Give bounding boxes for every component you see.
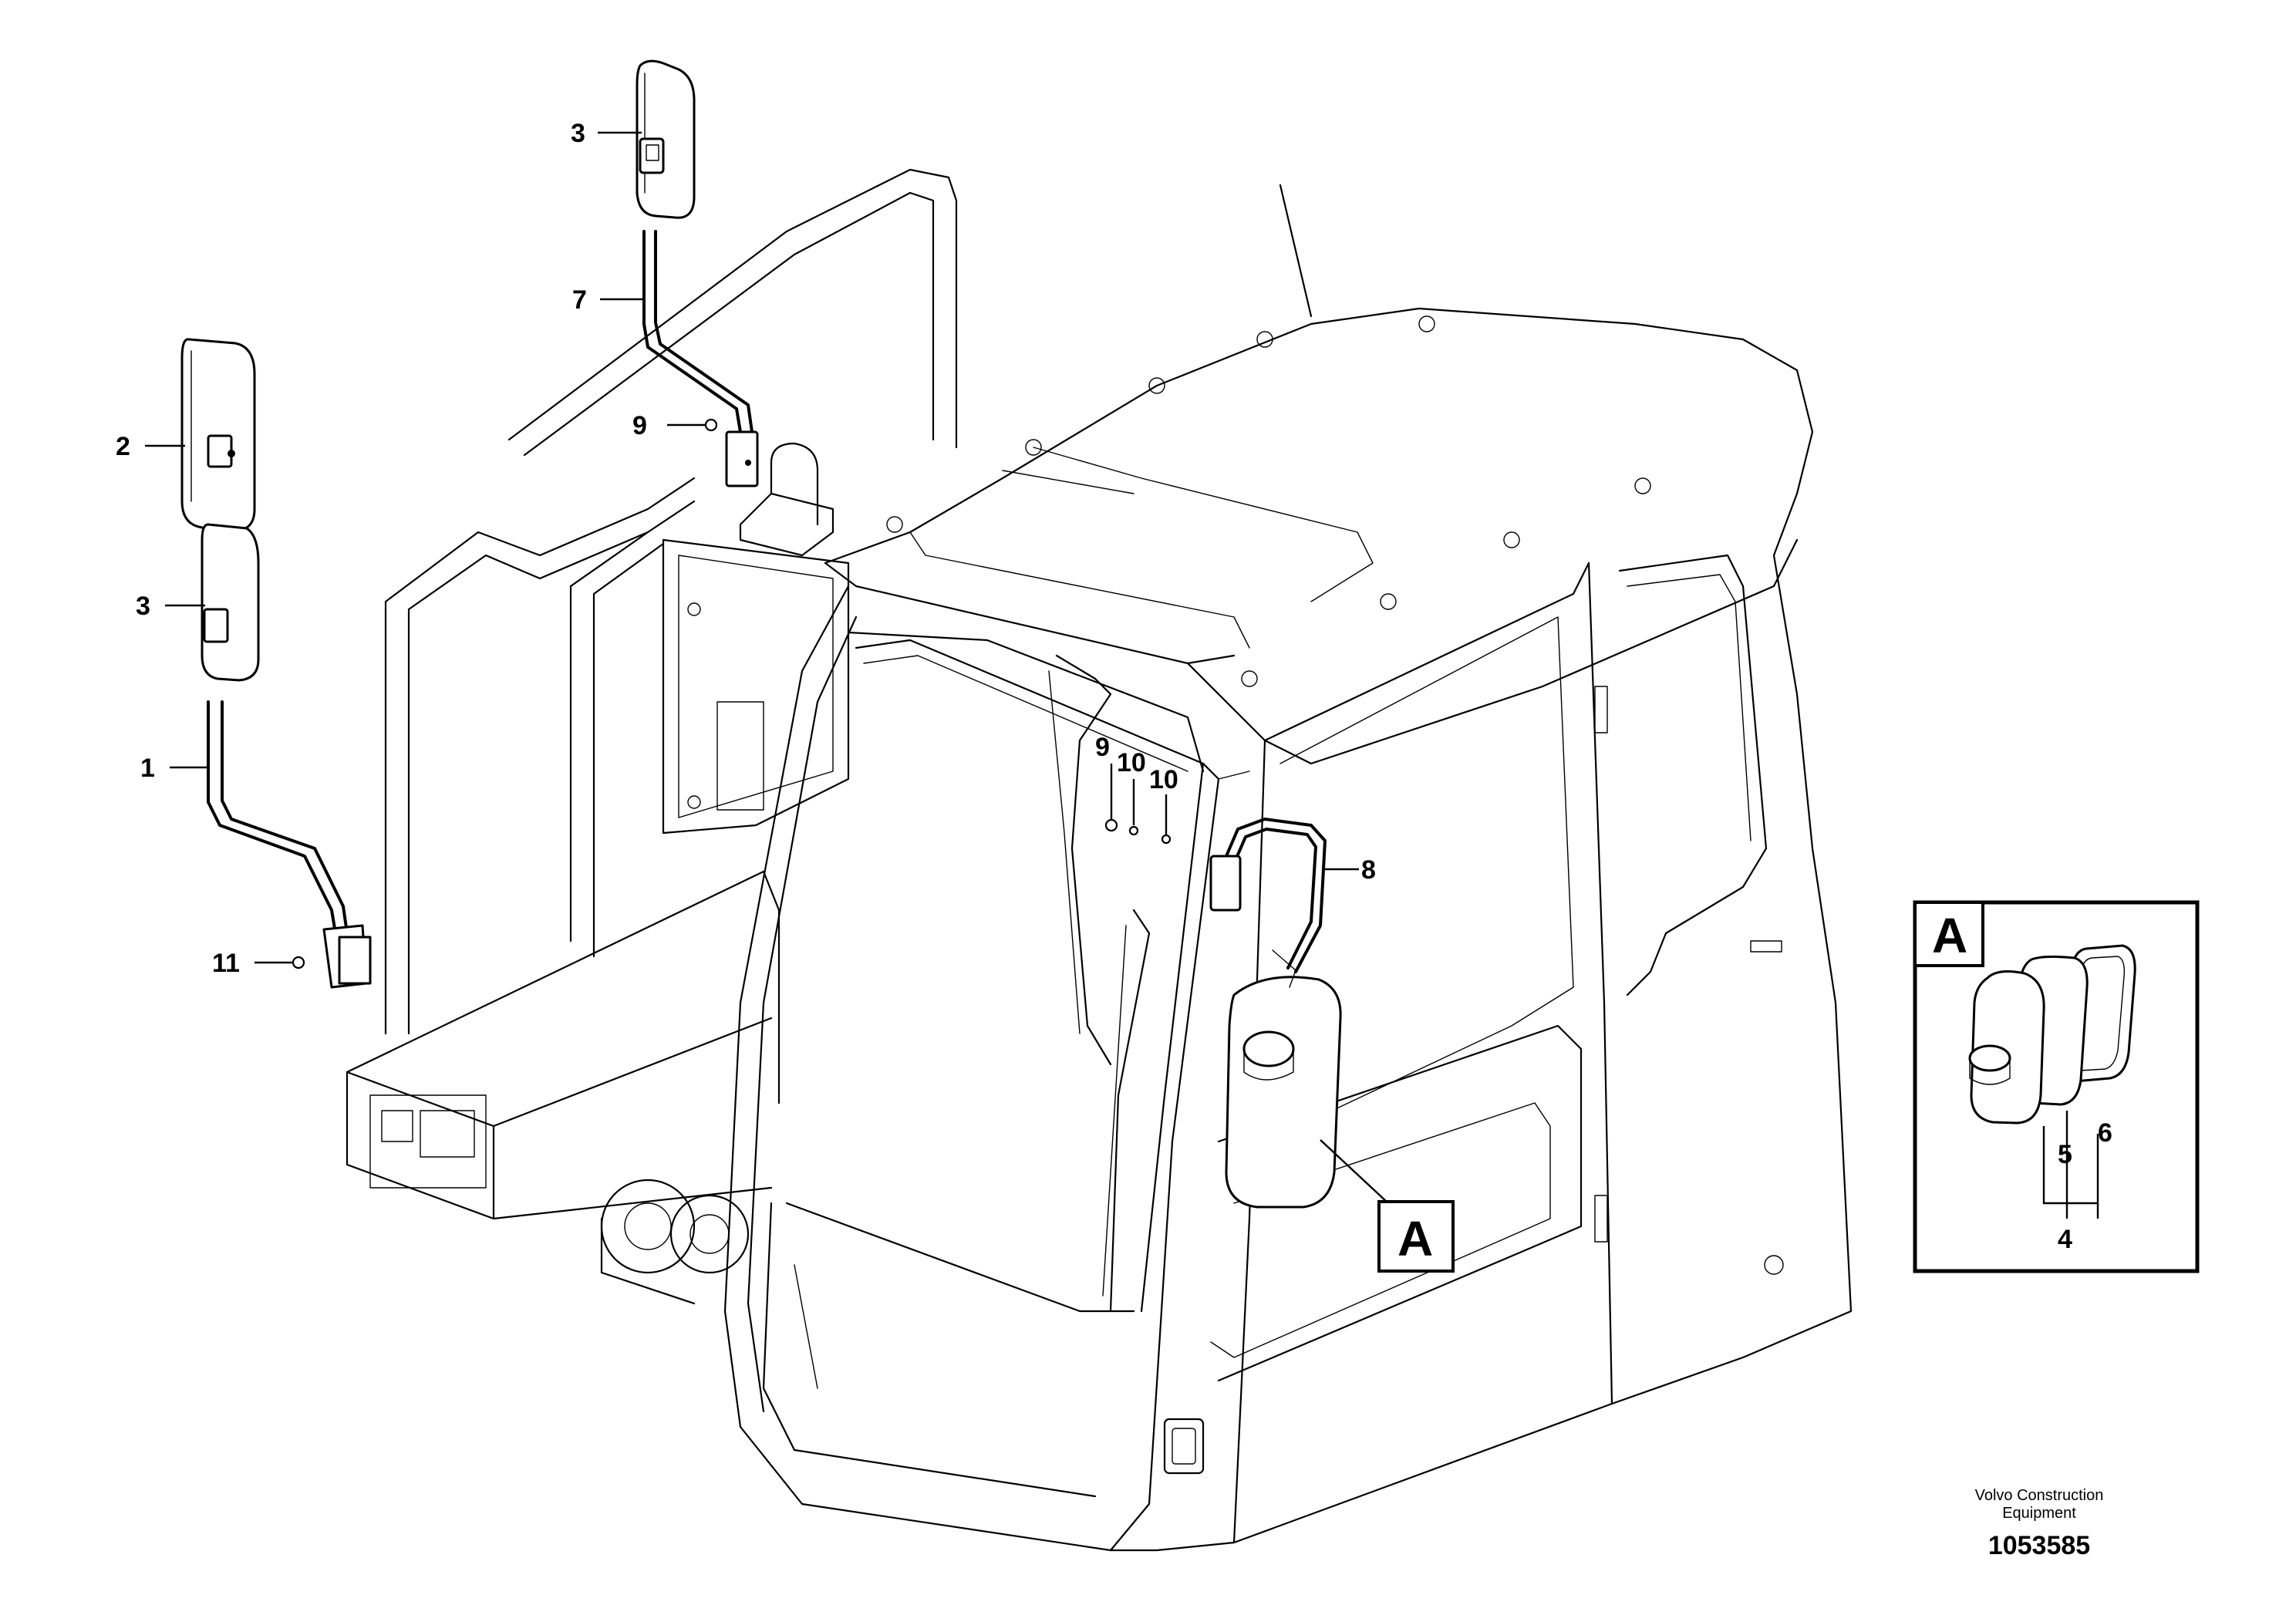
detail-a-title: A <box>1932 908 1967 963</box>
mirror-head <box>1970 970 2045 1125</box>
callout-6: 6 <box>2098 1118 2112 1148</box>
callout-5: 5 <box>2058 1140 2072 1169</box>
callout-3-top: 3 <box>571 119 585 148</box>
company-line-2: Equipment <box>2002 1505 2076 1522</box>
cab-body <box>723 184 1853 1552</box>
detail-a-marker <box>1377 1200 1455 1273</box>
callout-4: 4 <box>2058 1225 2072 1254</box>
detail-a-marker-letter: A <box>1397 1211 1433 1266</box>
detail-a-panel: A 5 6 4 <box>1913 900 2200 1273</box>
callout-3-left: 3 <box>136 592 150 621</box>
callout-10-a: 10 <box>1117 748 1146 777</box>
mirror-left-lower <box>201 523 260 682</box>
mirror-left-upper <box>180 338 256 532</box>
callouts: 3 7 9 2 3 1 11 9 10 10 8 A <box>116 119 1455 1273</box>
mirror-right <box>1209 818 1342 1209</box>
callout-8: 8 <box>1361 855 1376 885</box>
document-number: 1053585 <box>1988 1531 2090 1560</box>
footer: Volvo Construction Equipment 1053585 <box>1975 1487 2104 1560</box>
company-line-1: Volvo Construction <box>1975 1487 2104 1504</box>
guard-frame <box>346 168 958 1305</box>
callout-7: 7 <box>572 285 587 315</box>
callout-9-mid: 9 <box>1095 733 1110 762</box>
callout-1: 1 <box>140 754 155 783</box>
callout-2: 2 <box>116 432 130 461</box>
roof-bolts <box>886 315 1651 687</box>
mount-bracket-upper <box>739 442 834 557</box>
callout-11: 11 <box>212 949 240 978</box>
callout-10-b: 10 <box>1149 765 1178 794</box>
mirror-arm-7 <box>642 230 759 487</box>
callout-9-top: 9 <box>632 411 647 440</box>
mirror-top <box>636 59 696 219</box>
mirror-arm-1 <box>207 700 372 989</box>
